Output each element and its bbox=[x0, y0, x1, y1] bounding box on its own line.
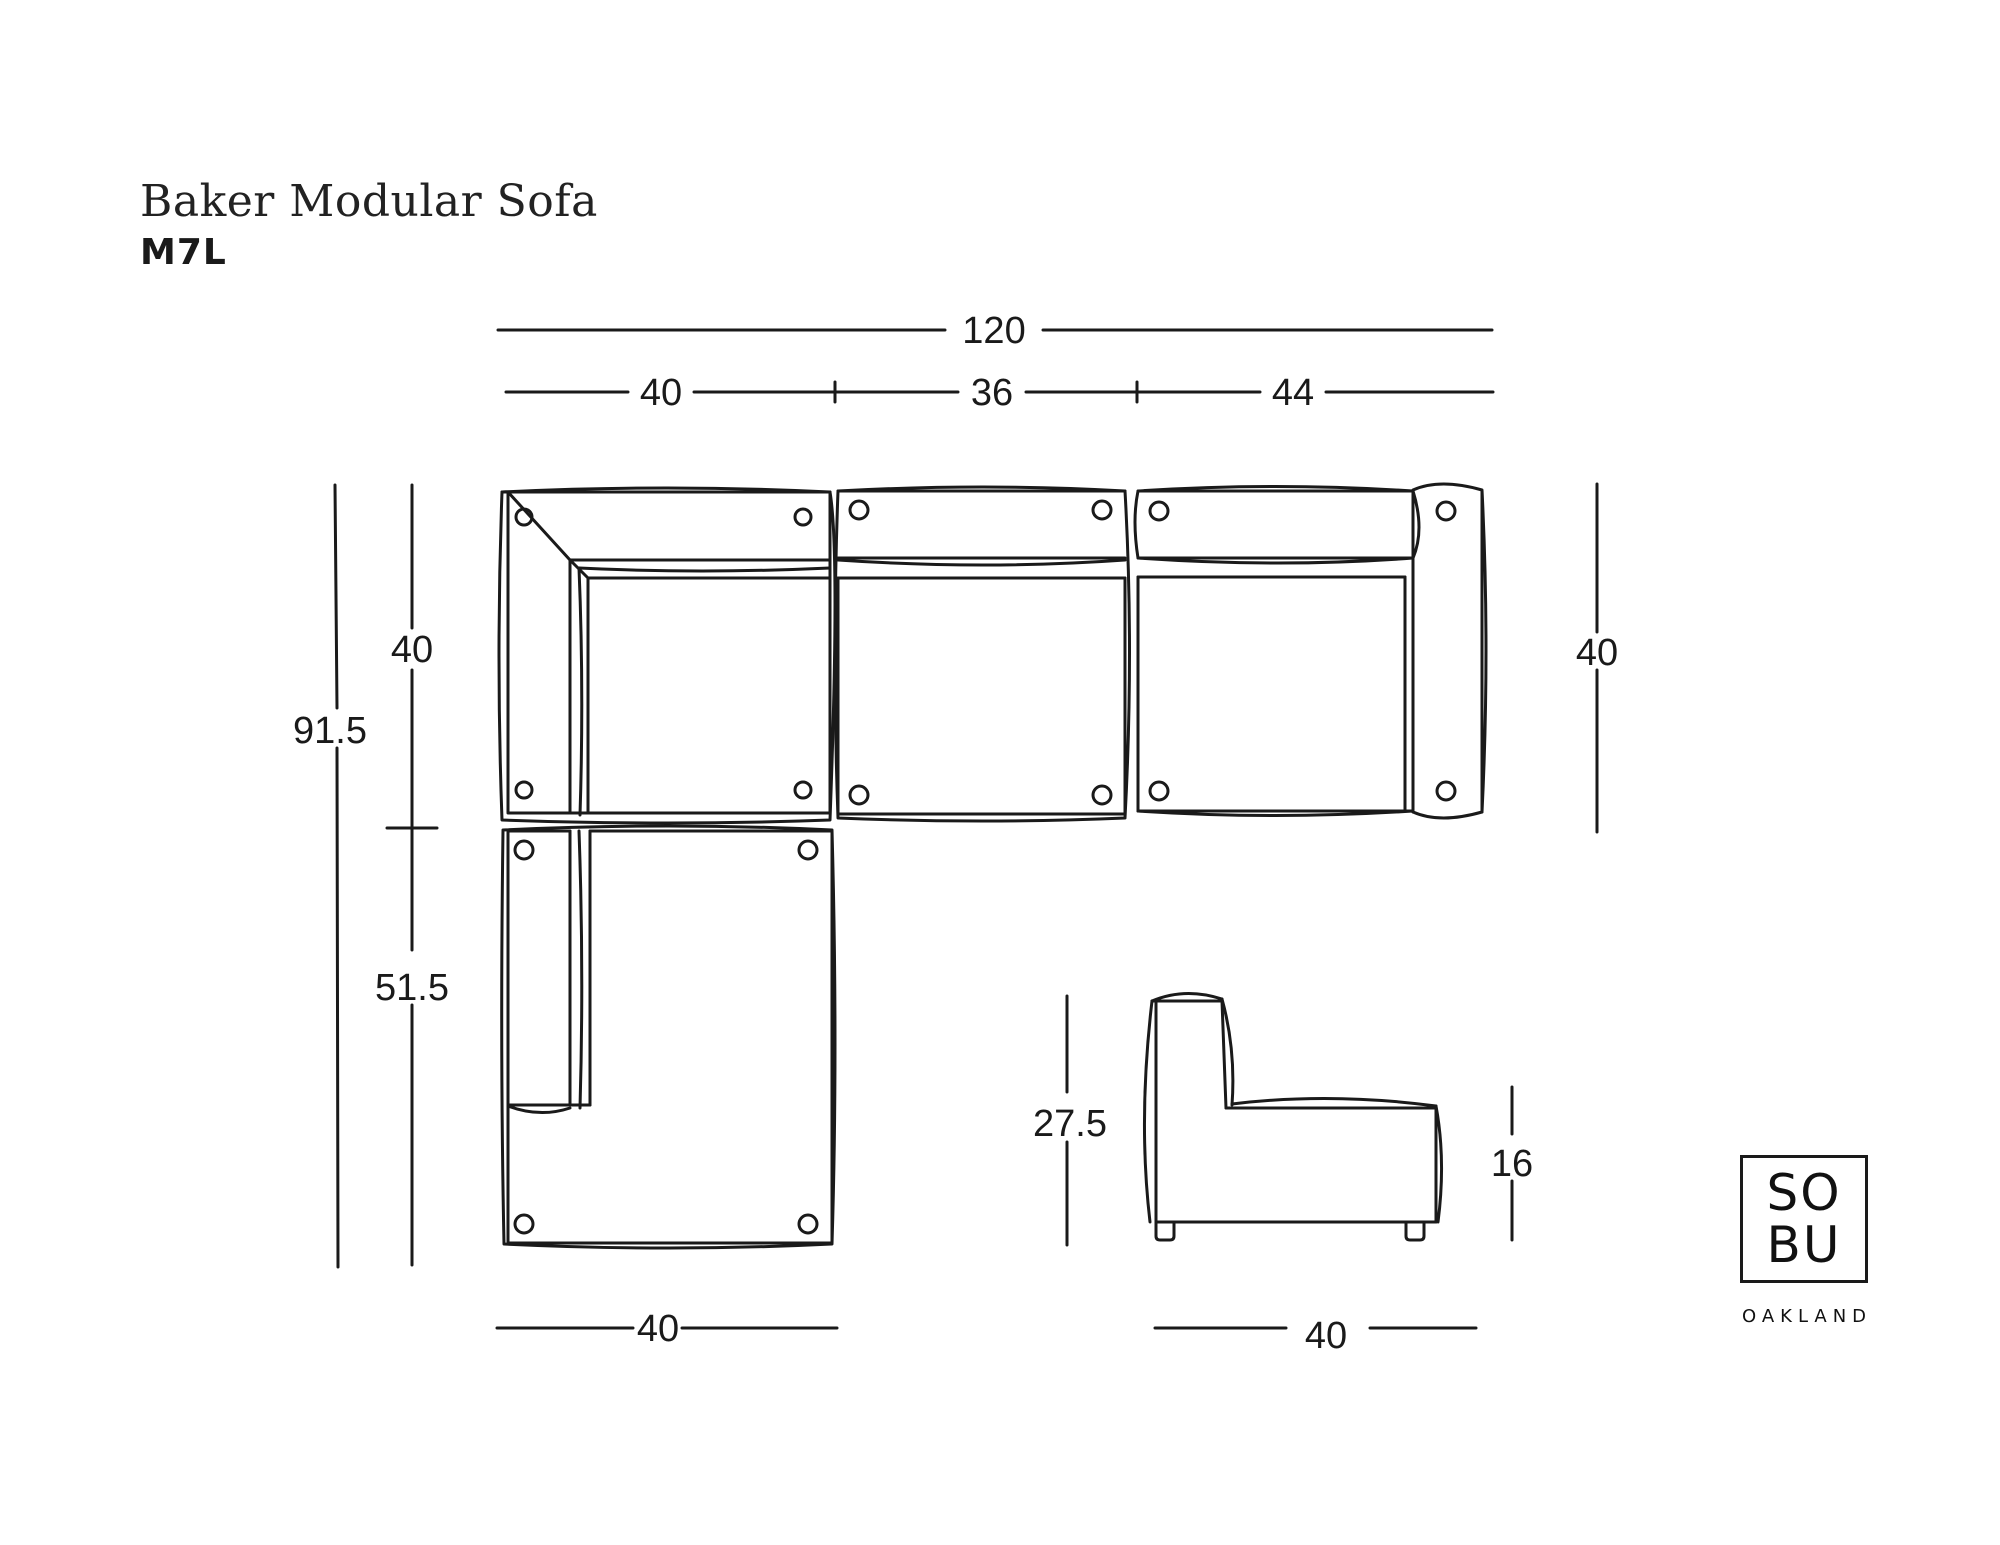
overall-depth-dimension bbox=[333, 483, 340, 1269]
module-width-dimension bbox=[504, 380, 1495, 404]
logo-line-2: BU bbox=[1766, 1216, 1842, 1274]
chaise-width-label: 40 bbox=[637, 1308, 679, 1350]
overall-width-label: 120 bbox=[962, 310, 1025, 352]
module-width-3-label: 44 bbox=[1272, 372, 1314, 414]
section-depth-dimension bbox=[385, 483, 439, 1267]
chaise-length-label: 51.5 bbox=[375, 967, 449, 1009]
model-code: M7L bbox=[140, 232, 227, 273]
module-width-2-label: 36 bbox=[971, 372, 1013, 414]
side-elevation bbox=[1142, 991, 1444, 1242]
back-height-label: 27.5 bbox=[1033, 1103, 1107, 1145]
product-title: Baker Modular Sofa bbox=[140, 176, 598, 227]
corner-module bbox=[497, 486, 837, 825]
overall-depth-label: 91.5 bbox=[293, 710, 367, 752]
brand-logo: SO BU bbox=[1740, 1155, 1868, 1283]
logo-subtitle: OAKLAND bbox=[1741, 1306, 1873, 1327]
logo-line-1: SO bbox=[1766, 1164, 1842, 1222]
armless-module bbox=[833, 485, 1131, 823]
module-width-1-label: 40 bbox=[640, 372, 682, 414]
side-depth-label: 40 bbox=[1305, 1315, 1347, 1357]
chaise-module bbox=[500, 824, 837, 1250]
right-arm-module bbox=[1133, 482, 1488, 820]
right-depth-label: 40 bbox=[1576, 632, 1618, 674]
upper-depth-label: 40 bbox=[391, 629, 433, 671]
seat-height-label: 16 bbox=[1491, 1143, 1533, 1185]
